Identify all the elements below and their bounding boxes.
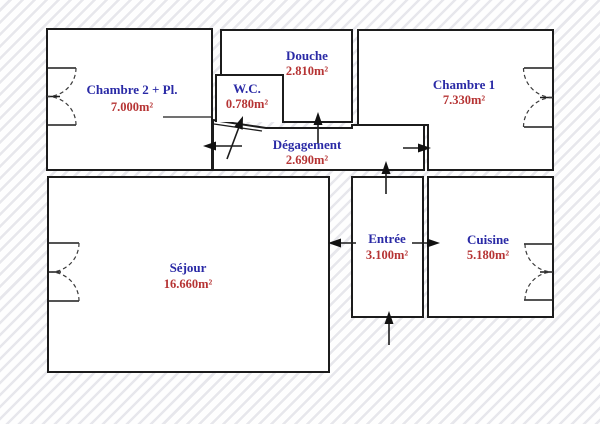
- room-sejour-outline: [47, 176, 330, 373]
- room-label-chambre2: Chambre 2 + Pl. 7.000m²: [87, 82, 178, 114]
- window-symbol-chambre2-icon: [46, 67, 77, 126]
- room-label-degagement: Dégagement 2.690m²: [273, 137, 342, 167]
- room-label-wc: W.C. 0.780m²: [226, 81, 269, 111]
- room-name-chambre1: Chambre 1: [433, 77, 495, 92]
- room-label-entree: Entrée 3.100m²: [366, 231, 409, 262]
- door-arrow-chambre2-icon: [203, 141, 242, 151]
- door-arrow-wc-icon: [226, 116, 243, 160]
- room-wc-outline: [215, 74, 284, 122]
- room-area-douche: 2.810m²: [286, 64, 329, 78]
- room-area-entree: 3.100m²: [366, 248, 409, 262]
- window-symbol-sejour-icon: [47, 242, 80, 302]
- room-area-degagement: 2.690m²: [286, 153, 329, 167]
- room-chambre2-outline: [46, 28, 213, 171]
- room-area-chambre2: 7.000m²: [111, 100, 154, 114]
- room-label-cuisine: Cuisine 5.180m²: [467, 232, 510, 262]
- door-arrow-douche-icon: [313, 112, 323, 143]
- room-cuisine-outline: [427, 176, 554, 318]
- main-entry-arrow-icon: [384, 311, 394, 345]
- room-name-douche: Douche: [286, 48, 328, 63]
- room-area-sejour: 16.660m²: [164, 277, 213, 291]
- door-arrow-sejour-icon: [328, 238, 356, 248]
- room-name-cuisine: Cuisine: [467, 232, 509, 247]
- room-name-degagement: Dégagement: [273, 137, 342, 152]
- room-name-wc: W.C.: [233, 81, 261, 96]
- window-symbol-cuisine-icon: [524, 243, 554, 301]
- room-label-douche: Douche 2.810m²: [286, 48, 329, 78]
- door-arrow-cuisine-icon: [412, 238, 440, 248]
- door-arrow-chambre1-icon: [403, 143, 431, 153]
- room-area-cuisine: 5.180m²: [467, 248, 510, 262]
- room-label-sejour: Séjour 16.660m²: [164, 260, 213, 291]
- room-area-wc: 0.780m²: [226, 97, 269, 111]
- room-name-chambre2: Chambre 2 + Pl.: [87, 82, 178, 97]
- window-symbol-chambre1-icon: [522, 67, 554, 128]
- room-entree-outline: [351, 176, 424, 318]
- door-arrow-degagement-entree-icon: [381, 161, 391, 194]
- room-area-chambre1: 7.330m²: [443, 93, 486, 107]
- room-name-sejour: Séjour: [170, 260, 207, 275]
- room-label-chambre1: Chambre 1 7.330m²: [433, 77, 495, 107]
- room-name-entree: Entrée: [368, 231, 406, 246]
